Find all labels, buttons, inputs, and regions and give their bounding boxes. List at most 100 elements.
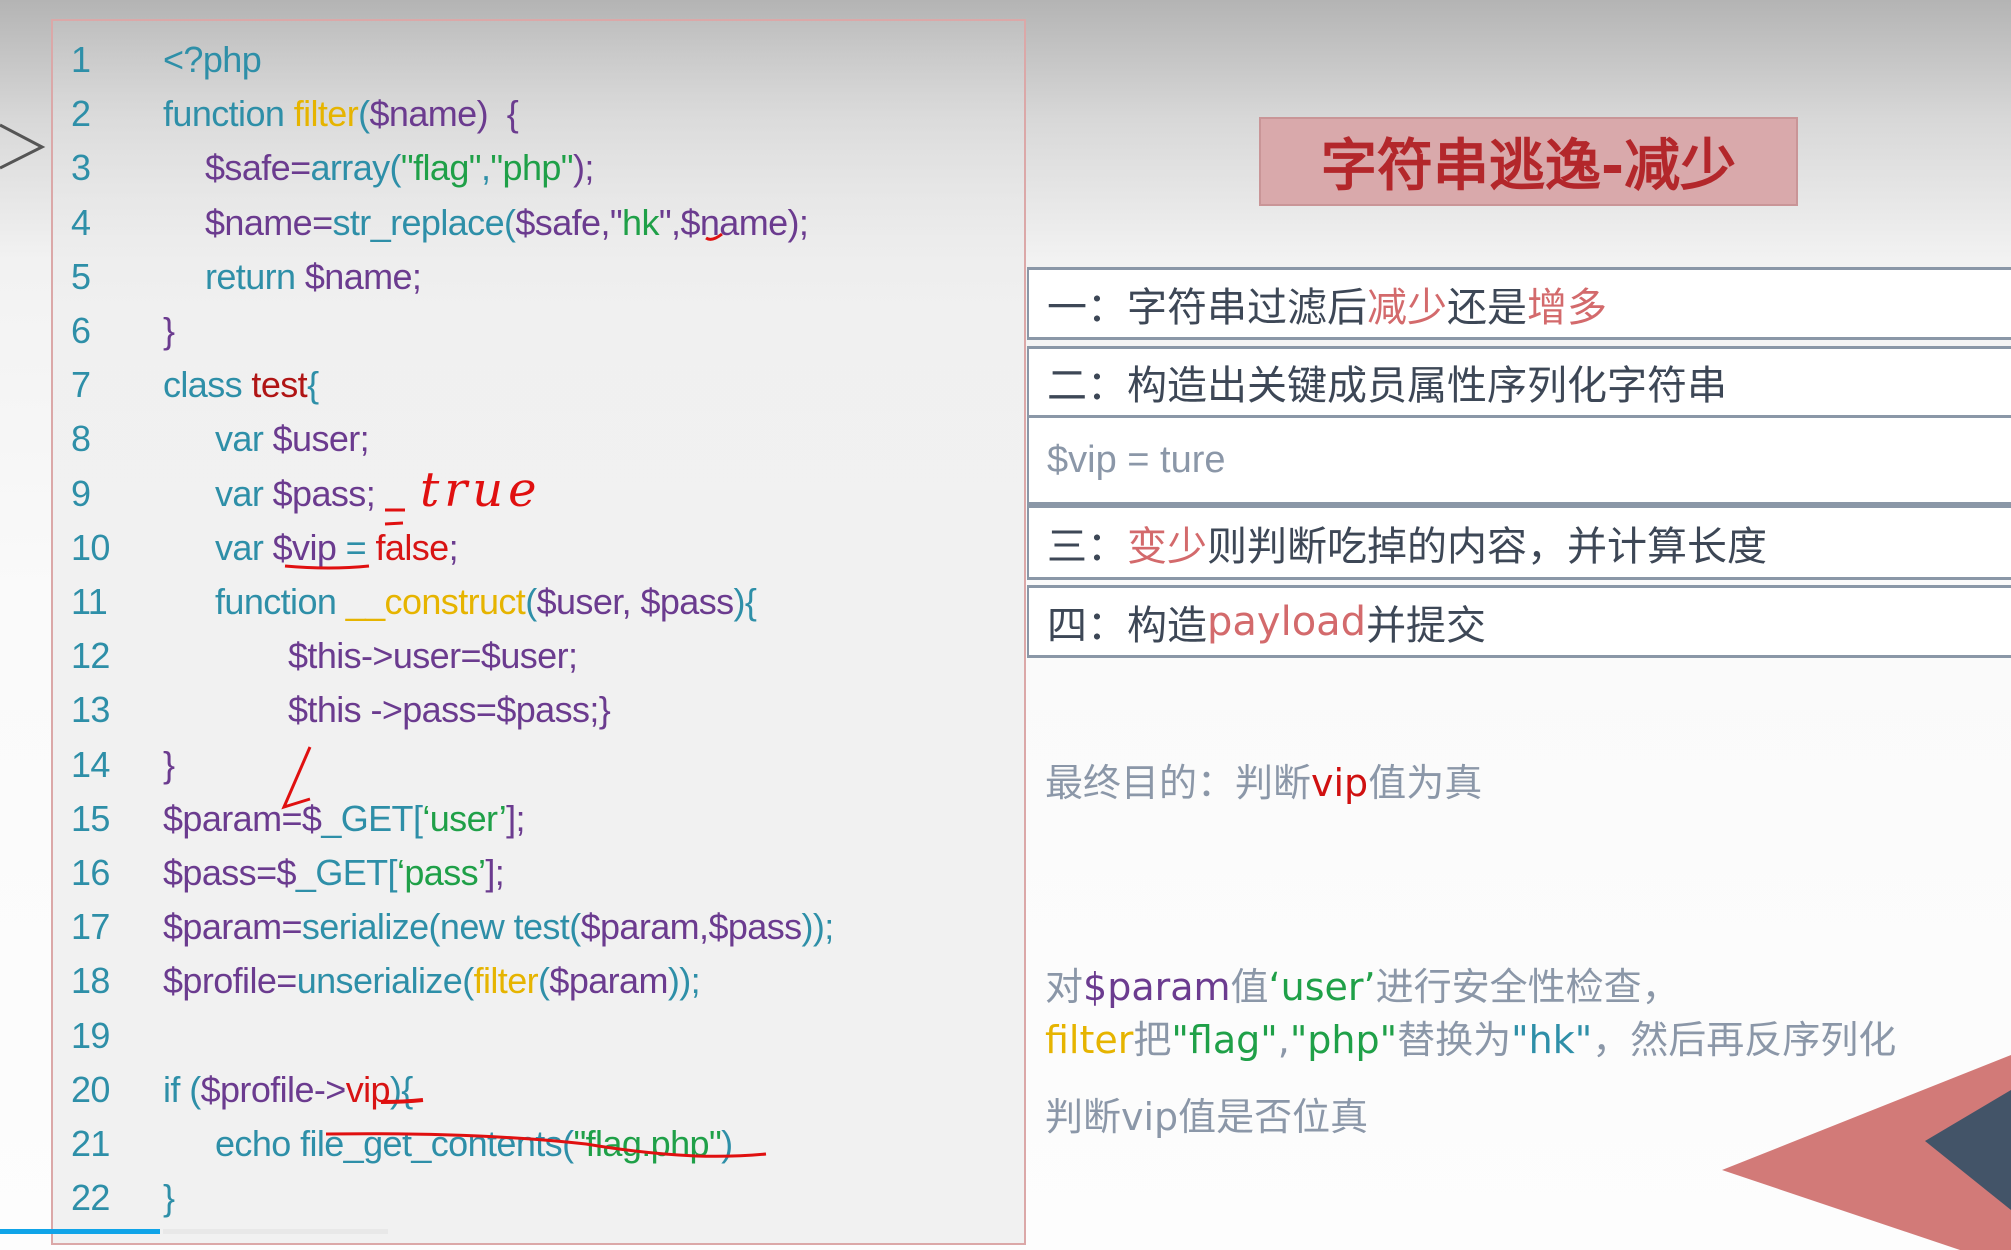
- code-token: $safe,: [515, 201, 610, 243]
- video-progress-track[interactable]: [163, 1229, 388, 1234]
- code-token: {: [307, 364, 319, 406]
- code-text: $this ->pass=$pass;}: [288, 683, 611, 737]
- line-number: 17: [71, 906, 110, 948]
- code-token: ": [609, 201, 623, 243]
- step-4-prefix: 四：构造: [1047, 602, 1207, 649]
- step-1: 一：字符串过滤后减少还是增多: [1027, 267, 2011, 340]
- code-text: var $pass;: [215, 467, 376, 521]
- code-text: $param=serialize(new test($param,$pass))…: [163, 900, 834, 954]
- vip-note: $vip = ture: [1027, 418, 2011, 505]
- goal-prefix: 最终目的：判断: [1045, 761, 1312, 805]
- code-token: $this->user=$user;: [288, 635, 578, 677]
- line-number: 20: [71, 1068, 110, 1110]
- explain-text: ,: [1277, 1018, 1290, 1062]
- code-token: str_replace(: [332, 201, 516, 243]
- code-text: echo file_get_contents("flag.php"): [215, 1117, 733, 1171]
- code-token: var: [215, 526, 273, 568]
- goal-highlight: vip: [1311, 761, 1369, 805]
- code-token: $pass=$: [163, 852, 297, 893]
- code-token: function: [163, 93, 294, 135]
- step-4-text: 并提交: [1366, 602, 1487, 649]
- code-token: echo file_get_contents(: [215, 1123, 574, 1164]
- line-number: 3: [71, 147, 91, 189]
- code-text: <?php: [163, 33, 262, 87]
- line-number: 11: [71, 581, 108, 622]
- line-number: 2: [71, 93, 91, 135]
- code-token: );: [572, 147, 594, 189]
- line-number: 6: [71, 310, 91, 351]
- code-token: "flag.php": [573, 1123, 722, 1164]
- code-token: $profile=: [163, 960, 297, 1002]
- code-text: return $name;: [205, 250, 422, 304]
- explain-text: 进行安全性检查，: [1375, 965, 1680, 1009]
- code-token: $user;: [272, 418, 370, 460]
- code-token: return: [205, 255, 305, 297]
- code-token: ));: [801, 906, 835, 948]
- line-number: 13: [71, 689, 110, 731]
- code-token: (: [358, 93, 370, 135]
- explain-string: "hk": [1511, 1018, 1593, 1062]
- code-token: ): [721, 1123, 733, 1164]
- code-token: }: [163, 310, 175, 351]
- video-progress-bar[interactable]: [0, 1229, 160, 1234]
- line-number: 15: [71, 797, 110, 839]
- step-2-text: 二：构造出关键成员属性序列化字符串: [1047, 363, 1727, 409]
- code-token: var: [215, 418, 273, 460]
- slide-title: 字符串逃逸-减少: [1259, 117, 1798, 206]
- line-number: 1: [71, 39, 91, 80]
- code-token: $name: [369, 93, 478, 135]
- code-token: false: [375, 526, 450, 568]
- line-number: 7: [71, 364, 91, 406]
- line-number: 19: [71, 1014, 110, 1056]
- code-text: $pass=$_GET[‘pass’];: [163, 846, 505, 900]
- code-token: ‘user’: [422, 797, 507, 839]
- line-number: 8: [71, 418, 91, 460]
- step-1-mid: 还是: [1447, 284, 1527, 331]
- explain-var: $param: [1083, 965, 1231, 1009]
- goal-note: 最终目的：判断vip值为真: [1045, 752, 1482, 807]
- explain-string: "php": [1289, 1018, 1398, 1062]
- code-token: $user, $pass: [536, 581, 735, 622]
- line-number: 16: [71, 852, 110, 893]
- code-text: $param=$_GET[‘user’];: [163, 792, 526, 846]
- red-triangle: [1722, 1055, 2011, 1250]
- code-token: (: [525, 581, 537, 622]
- explain-text: 把: [1133, 1018, 1172, 1062]
- code-token: _GET[: [321, 797, 423, 839]
- step-1-highlight: 减少: [1367, 284, 1447, 331]
- code-token: if (: [163, 1068, 201, 1110]
- code-token: ];: [485, 852, 505, 893]
- code-token: ];: [506, 797, 525, 839]
- code-text: }: [163, 738, 175, 792]
- explain-text: 值: [1230, 965, 1269, 1009]
- code-token: ));: [667, 960, 701, 1002]
- code-text: function filter($name) {: [163, 87, 519, 141]
- code-token: array(: [310, 147, 402, 189]
- code-token: $safe=: [205, 147, 311, 189]
- code-token: $param=: [163, 906, 302, 948]
- code-token: }: [163, 1177, 175, 1219]
- code-token: ‘pass’: [396, 852, 486, 893]
- line-number: 18: [71, 960, 110, 1002]
- code-token: $param: [549, 960, 668, 1002]
- step-3: 三：变少则判断吃掉的内容，并计算长度: [1027, 505, 2011, 580]
- code-text: $safe=array("flag","php");: [205, 141, 594, 195]
- navy-triangle: [1925, 1090, 2011, 1210]
- explain-line-1: 对$param值‘user’进行安全性检查，: [1045, 956, 1680, 1011]
- code-token: }: [163, 743, 175, 785]
- code-token: ,: [480, 147, 491, 189]
- line-number: 21: [71, 1123, 110, 1164]
- code-text: }: [163, 1171, 175, 1225]
- code-token: $param=$: [163, 797, 322, 839]
- step-1-highlight-2: 增多: [1527, 284, 1607, 331]
- code-token: $name);: [680, 201, 809, 243]
- code-token: test: [251, 364, 308, 406]
- code-token: $this ->pass=$pass;}: [288, 689, 611, 731]
- code-token: _GET[: [295, 852, 398, 893]
- handwritten-true: true: [420, 462, 542, 518]
- explain-line-3: 判断vip值是否位真: [1045, 1095, 1369, 1139]
- code-token: $name;: [304, 255, 422, 297]
- code-token: ) {: [476, 93, 519, 135]
- explain-text: ，然后再反序列化: [1592, 1018, 1897, 1062]
